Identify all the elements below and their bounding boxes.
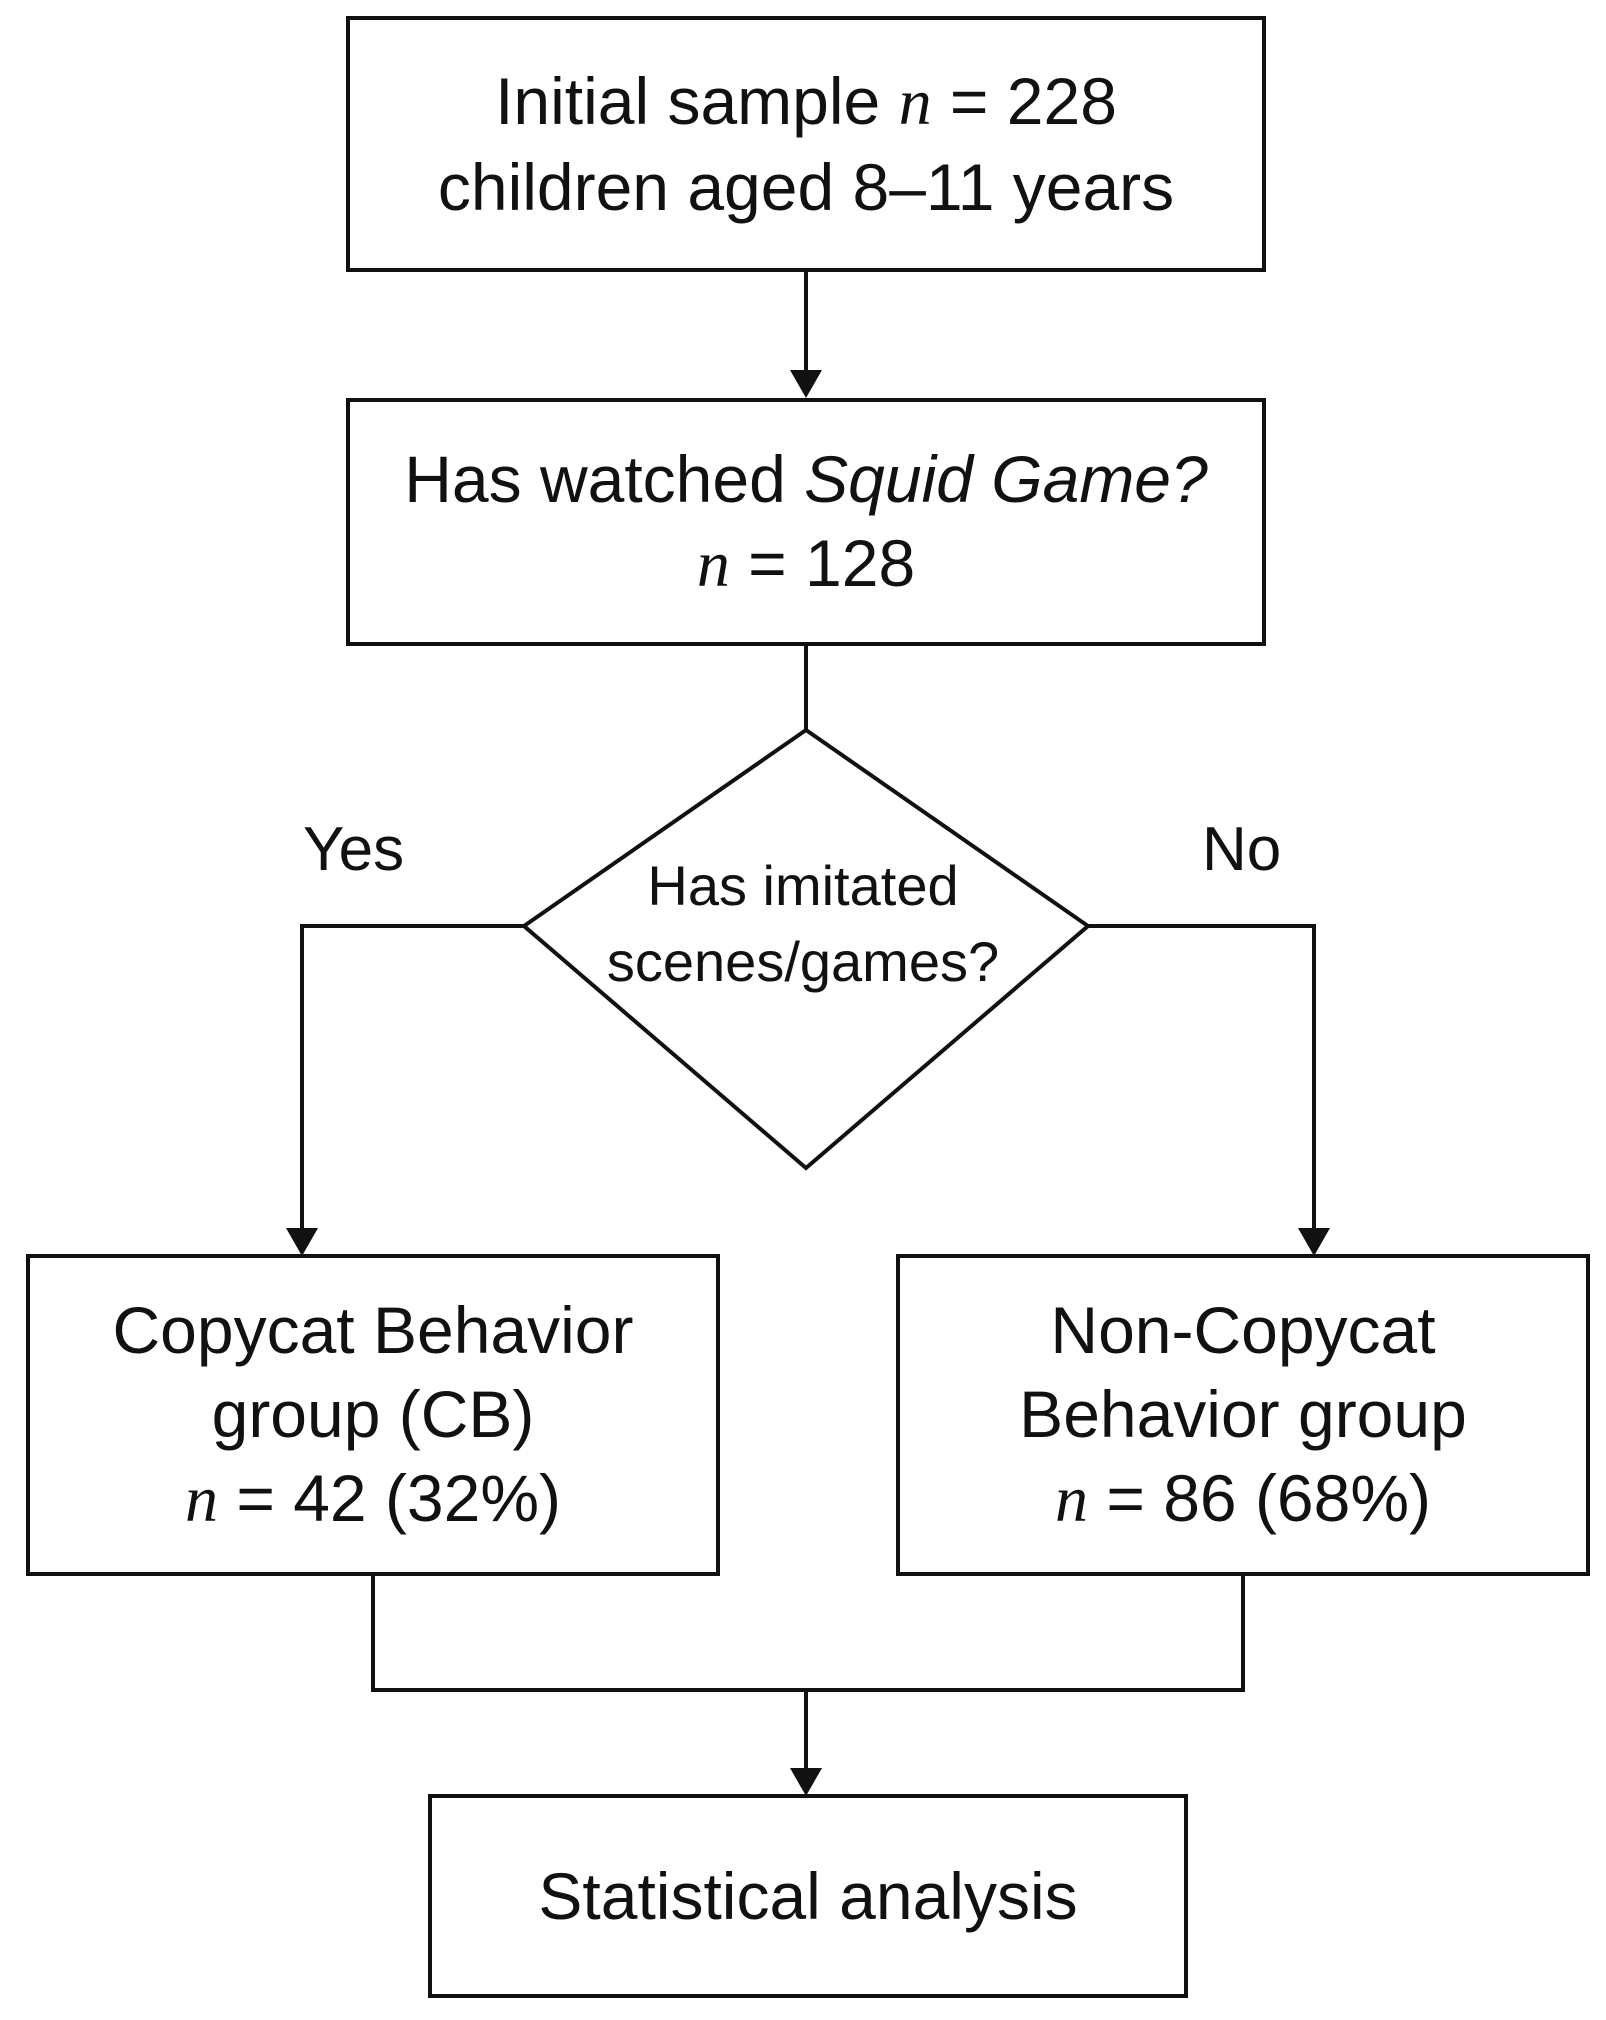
watched-prefix: Has watched: [404, 442, 805, 516]
connector-yes-branch: [300, 924, 524, 1228]
arrowhead-to-watched: [790, 370, 822, 398]
show-title: Squid Game?: [804, 442, 1208, 516]
initial-sample-box: Initial sample n = 228 children aged 8–1…: [346, 16, 1266, 272]
watched-value: = 128: [729, 526, 916, 600]
arrowhead-to-ncb-group: [1298, 1228, 1330, 1256]
no-label: No: [1202, 815, 1282, 884]
cb-group-line1: Copycat Behavior: [112, 1293, 634, 1367]
n-variable: n: [1054, 1463, 1088, 1536]
cb-group-box: Copycat Behavior group (CB) n = 42 (32%): [26, 1254, 720, 1576]
decision-text: Has imitated scenes/games?: [580, 848, 1026, 1000]
ncb-group-box: Non-Copycat Behavior group n = 86 (68%): [896, 1254, 1590, 1576]
cb-group-value: = 42 (32%): [217, 1461, 562, 1535]
decision-line1: Has imitated: [647, 854, 959, 917]
analysis-label: Statistical analysis: [538, 1859, 1078, 1933]
ncb-group-line3: n = 86 (68%): [1055, 1456, 1431, 1542]
decision-line2: scenes/games?: [606, 930, 1000, 993]
decision-diamond: [520, 727, 1092, 1171]
initial-sample-value: = 228: [931, 64, 1117, 138]
watched-line1: Has watched Squid Game?: [404, 437, 1207, 521]
n-variable: n: [184, 1463, 218, 1536]
connector-no-branch: [1088, 924, 1316, 1228]
n-variable: n: [696, 528, 730, 601]
ncb-group-line1: Non-Copycat: [1050, 1293, 1436, 1367]
watched-box: Has watched Squid Game? n = 128: [346, 398, 1266, 646]
analysis-box: Statistical analysis: [428, 1794, 1188, 1998]
initial-sample-prefix: Initial sample: [495, 64, 899, 138]
arrowhead-to-cb-group: [286, 1228, 318, 1256]
connector-merge-groups: [371, 1574, 1245, 1692]
yes-label: Yes: [303, 815, 405, 884]
ncb-group-line2: Behavior group: [1019, 1377, 1467, 1451]
initial-sample-line1: Initial sample n = 228: [495, 59, 1117, 145]
watched-line2: n = 128: [697, 521, 915, 607]
n-variable: n: [898, 66, 932, 139]
cb-group-line3: n = 42 (32%): [185, 1456, 561, 1542]
ncb-group-value: = 86 (68%): [1087, 1461, 1432, 1535]
arrowhead-to-analysis: [790, 1768, 822, 1796]
initial-sample-line2: children aged 8–11 years: [437, 150, 1175, 224]
cb-group-line2: group (CB): [211, 1377, 535, 1451]
